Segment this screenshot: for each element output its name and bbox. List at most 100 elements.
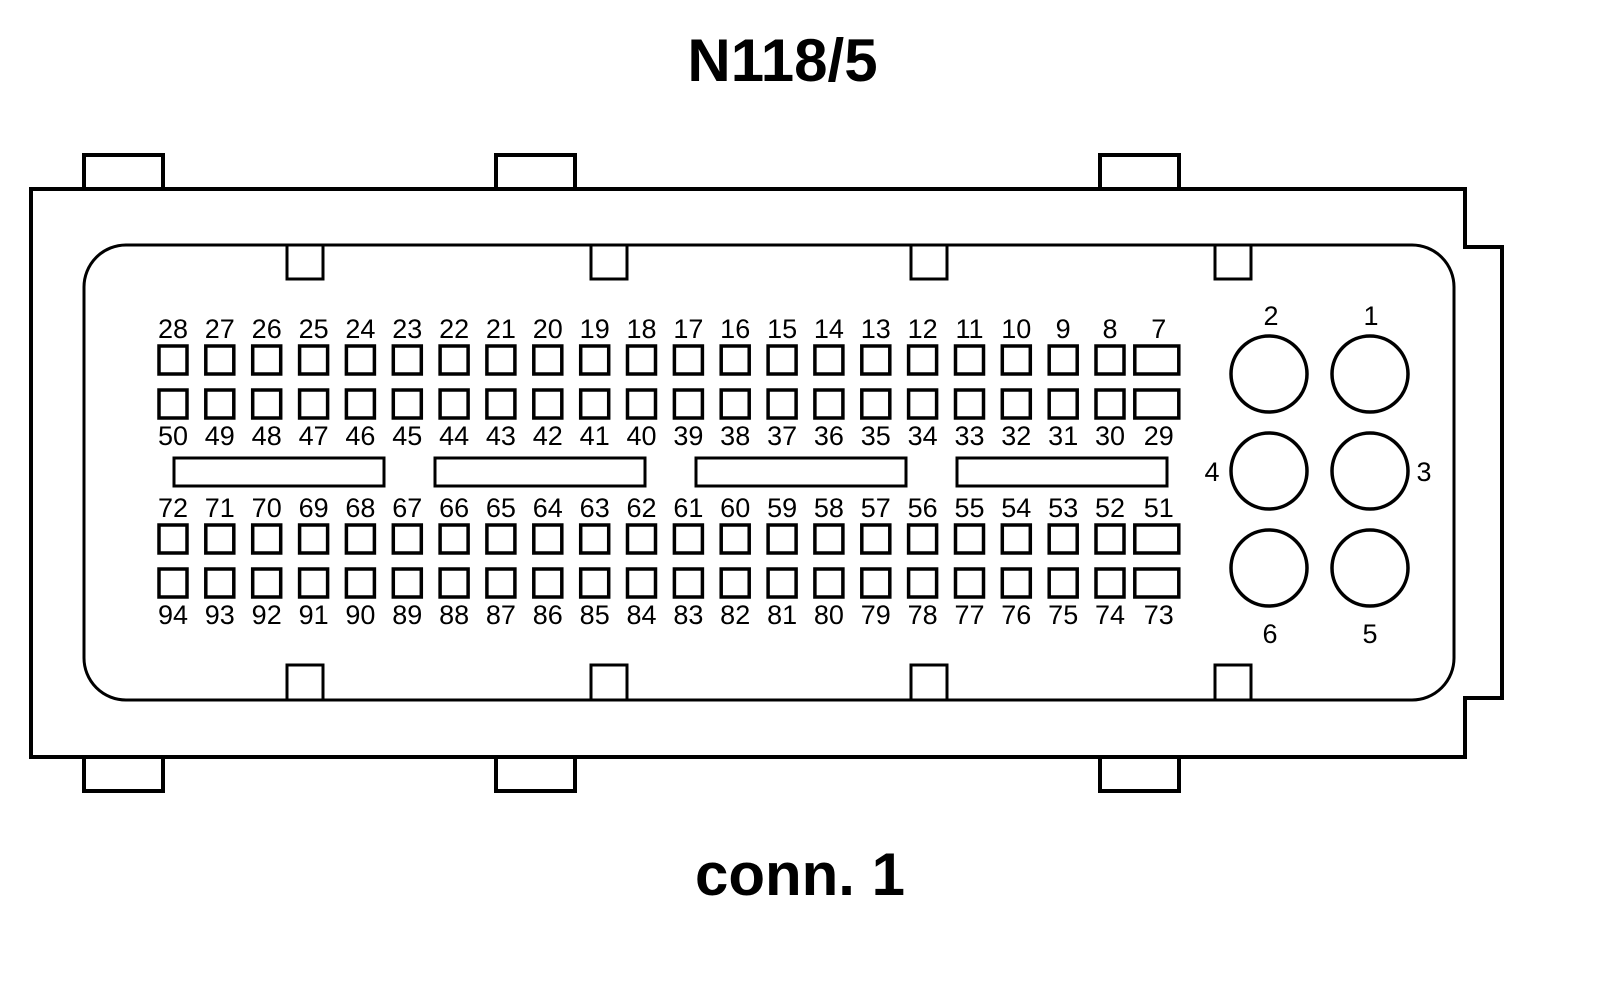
pin-number: 31 [1048, 421, 1078, 451]
pin-contact [906, 567, 939, 599]
pin-contact [204, 388, 236, 420]
pin-number: 70 [252, 493, 282, 523]
pin-number: 47 [299, 421, 329, 451]
pin-number: 89 [392, 600, 422, 630]
pin-contact [672, 567, 705, 599]
pin-contact [344, 523, 377, 555]
pin-number: 21 [486, 314, 516, 344]
pin-number: 91 [299, 600, 329, 630]
pin-contact [1047, 567, 1079, 599]
pin-contact [1000, 344, 1033, 376]
large-pin-label: 5 [1362, 619, 1377, 649]
pin-number: 28 [158, 314, 188, 344]
pin-contact [204, 344, 236, 376]
pin-number: 56 [908, 493, 938, 523]
pin-number: 27 [205, 314, 235, 344]
pin-number: 16 [720, 314, 750, 344]
pin-contact [391, 388, 424, 420]
inner-key-bottom [909, 663, 949, 702]
pin-contact [532, 523, 564, 555]
pin-contact [297, 344, 330, 376]
pin-contact [1133, 567, 1181, 599]
pin-number: 32 [1001, 421, 1031, 451]
pin-number: 63 [580, 493, 610, 523]
connector-title: N118/5 [687, 27, 878, 94]
pin-contact [344, 388, 377, 420]
pin-contact [438, 344, 470, 376]
pin-contact [344, 567, 377, 599]
large-pin-label: 6 [1262, 619, 1277, 649]
pin-contact [391, 567, 424, 599]
pin-number: 52 [1095, 493, 1125, 523]
pin-number: 40 [626, 421, 656, 451]
pin-number: 84 [626, 600, 656, 630]
inner-key-bottom [1213, 663, 1253, 702]
inner-key-top [1213, 243, 1253, 281]
pin-contact [532, 388, 564, 420]
large-pin-label: 3 [1416, 457, 1431, 487]
pin-number: 72 [158, 493, 188, 523]
inner-key-bottom [285, 663, 325, 702]
pin-number: 71 [205, 493, 235, 523]
pin-number: 36 [814, 421, 844, 451]
pin-number: 24 [345, 314, 375, 344]
pin-number: 20 [533, 314, 563, 344]
outer-tabs [82, 153, 1181, 793]
pin-contact [625, 523, 658, 555]
large-pin-2 [1229, 334, 1309, 414]
pin-contact [438, 523, 470, 555]
pin-contact [1047, 344, 1079, 376]
large-pins: 1 2 3 4 5 6 [1204, 301, 1431, 649]
pin-number: 85 [580, 600, 610, 630]
pin-contact [578, 344, 611, 376]
connector-subtitle: conn. 1 [694, 841, 906, 908]
pin-contact [485, 567, 517, 599]
pin-number: 83 [673, 600, 703, 630]
inner-keys [285, 243, 1253, 702]
pin-number: 33 [954, 421, 984, 451]
pin-contact [157, 567, 189, 599]
pin-contact [297, 523, 330, 555]
large-pin-4 [1229, 431, 1309, 511]
pin-number: 41 [580, 421, 610, 451]
inner-key-top [909, 243, 949, 281]
pin-number: 76 [1001, 600, 1031, 630]
pin-number: 88 [439, 600, 469, 630]
pin-number: 46 [345, 421, 375, 451]
pin-number: 78 [908, 600, 938, 630]
large-pin-6 [1229, 528, 1309, 608]
pin-number: 37 [767, 421, 797, 451]
pin-contact [672, 523, 705, 555]
pin-contact [297, 567, 330, 599]
pin-contact [250, 567, 283, 599]
pin-number: 49 [205, 421, 235, 451]
pin-number: 39 [673, 421, 703, 451]
pin-contact [813, 388, 845, 420]
pin-number: 80 [814, 600, 844, 630]
pin-contact [532, 344, 564, 376]
pin-number: 73 [1144, 600, 1174, 630]
pin-number: 62 [626, 493, 656, 523]
pin-contact [578, 388, 611, 420]
pin-contact [1047, 388, 1079, 420]
pin-number: 25 [299, 314, 329, 344]
pin-contact [438, 388, 470, 420]
pin-contact [204, 567, 236, 599]
separator-slot [433, 456, 647, 488]
pin-contact [157, 388, 189, 420]
pin-contact [157, 344, 189, 376]
pin-contact [813, 344, 845, 376]
pin-contact [766, 523, 798, 555]
pin-contact [906, 344, 939, 376]
pin-number: 69 [299, 493, 329, 523]
pin-number: 35 [861, 421, 891, 451]
inner-key-bottom [589, 663, 629, 702]
pin-number: 77 [954, 600, 984, 630]
pin-contact [391, 344, 424, 376]
pin-number: 79 [861, 600, 891, 630]
pin-number: 74 [1095, 600, 1125, 630]
inner-key-top [589, 243, 629, 281]
pin-contact [204, 523, 236, 555]
pin-number: 19 [580, 314, 610, 344]
pin-contact [532, 567, 564, 599]
